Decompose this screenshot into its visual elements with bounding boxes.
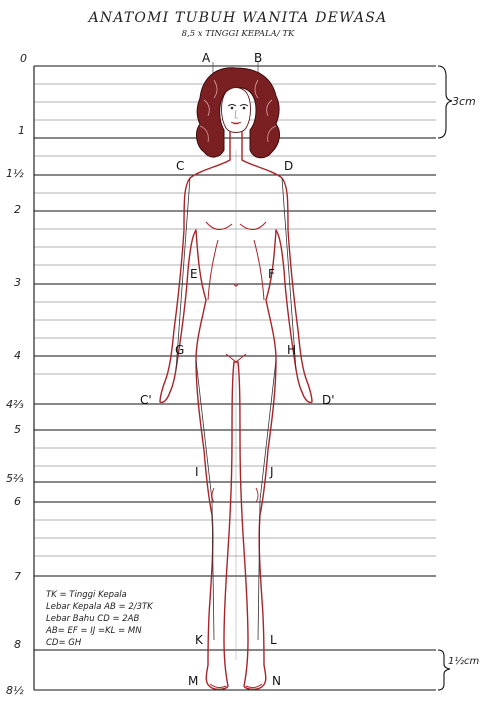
point-label: H <box>287 343 296 357</box>
point-label: A <box>202 51 211 65</box>
legend-line: TK = Tinggi Kepala <box>46 590 127 600</box>
point-label: B <box>254 51 262 65</box>
scale-label: 8 <box>14 638 21 651</box>
scale-label: 4⅔ <box>6 398 24 411</box>
point-label: C <box>176 159 184 173</box>
scale-labels: 0 1 1½ 2 3 4 4⅔ 5 5⅔ 6 7 8 8½ <box>6 52 27 697</box>
scale-label: 0 <box>20 52 27 65</box>
diagram-title: ANATOMI TUBUH WANITA DEWASA <box>87 10 388 26</box>
scale-label: 1½ <box>6 167 24 180</box>
point-label: M <box>188 674 198 688</box>
scale-label: 7 <box>14 570 21 583</box>
point-label: E <box>190 267 198 281</box>
diagram-subtitle: 8,5 x TINGGI KEPALA/ TK <box>182 29 295 39</box>
measure-bracket-top: 3cm <box>438 66 476 138</box>
measure-bracket-bottom: 1½cm <box>438 650 480 690</box>
legend-line: Lebar Bahu CD = 2AB <box>46 614 140 624</box>
point-label: D <box>284 159 293 173</box>
point-label: G <box>175 343 184 357</box>
scale-label: 8½ <box>6 684 24 697</box>
legend-line: AB= EF = IJ =KL = MN <box>45 626 142 636</box>
scale-label: 6 <box>14 495 21 508</box>
point-label: J <box>269 465 274 479</box>
scale-label: 2 <box>14 203 21 216</box>
legend-line: CD= GH <box>46 638 82 648</box>
point-label: F <box>268 267 275 281</box>
legend-line: Lebar Kepala AB = 2/3TK <box>46 602 154 612</box>
measure-label-bottom: 1½cm <box>448 655 480 667</box>
point-label: N <box>272 674 281 688</box>
point-label: C' <box>140 393 152 407</box>
measure-label-top: 3cm <box>452 95 476 108</box>
scale-label: 5 <box>14 423 21 436</box>
scale-label: 5⅔ <box>6 472 24 485</box>
point-label: K <box>195 633 204 647</box>
scale-label: 3 <box>14 276 21 289</box>
point-label: D' <box>322 393 335 407</box>
legend: TK = Tinggi Kepala Lebar Kepala AB = 2/3… <box>45 590 154 648</box>
point-label: L <box>270 633 277 647</box>
scale-label: 1 <box>18 124 25 137</box>
point-label: I <box>195 465 199 479</box>
scale-label: 4 <box>14 349 21 362</box>
